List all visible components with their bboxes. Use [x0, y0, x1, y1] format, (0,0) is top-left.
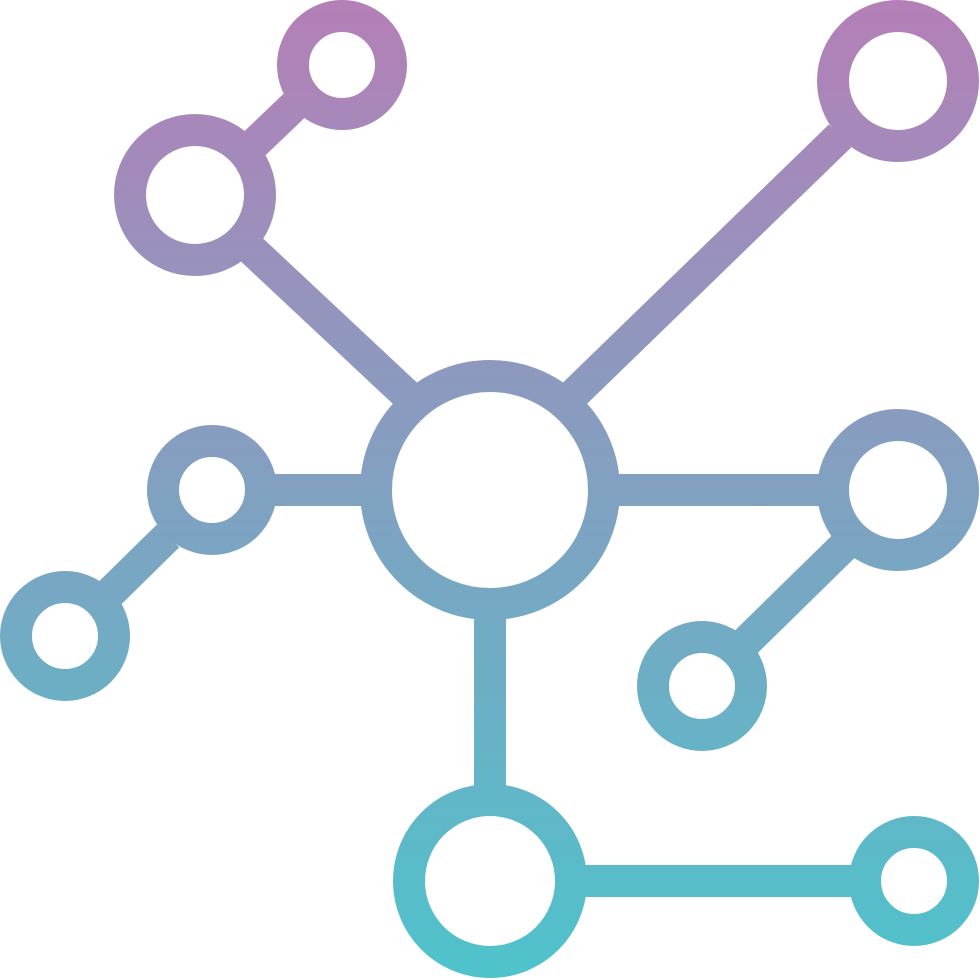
left-node	[147, 425, 277, 555]
upper-left-node	[114, 114, 276, 276]
edge-upper-left-to-top-left-node	[238, 92, 308, 160]
lower-right-node	[637, 621, 767, 751]
far-left-node	[0, 571, 130, 701]
edge-right-to-lower-right-node	[734, 534, 856, 654]
right-node	[817, 409, 979, 571]
bottom-right-node	[849, 816, 979, 946]
edge-hub-to-upper-left-node	[241, 238, 421, 410]
top-left-node	[277, 0, 407, 130]
top-right-node	[817, 0, 979, 162]
edge-left-to-far-left-node	[98, 524, 180, 605]
edge-hub-to-top-right-node	[558, 124, 852, 410]
bottom-node	[393, 784, 587, 978]
hub-node	[360, 360, 620, 620]
